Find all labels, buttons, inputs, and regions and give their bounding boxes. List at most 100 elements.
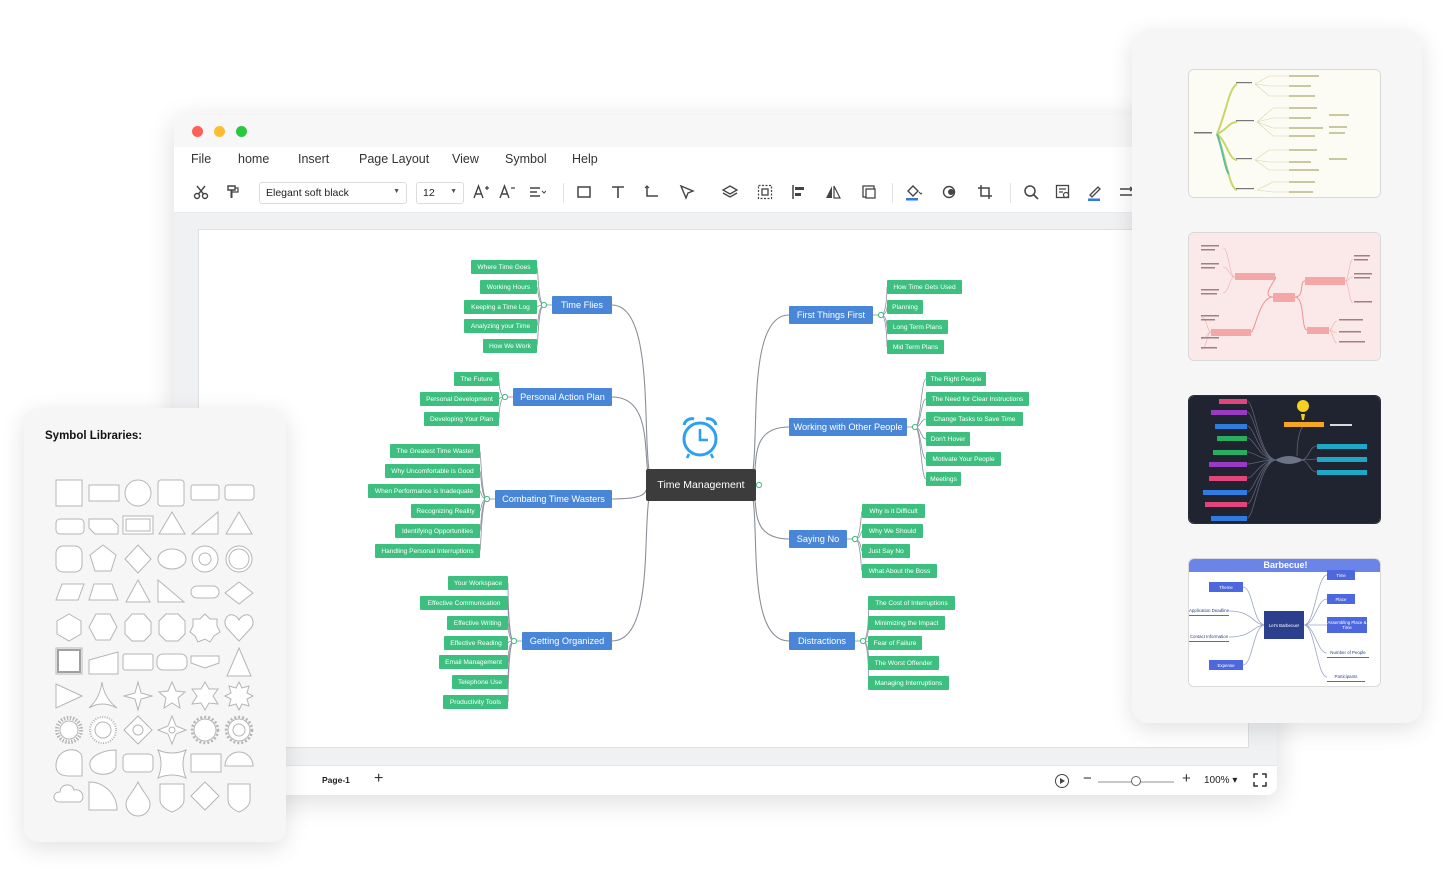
symbol-shape[interactable]	[55, 683, 84, 709]
leaf-node[interactable]: How Time Gets Used	[887, 280, 962, 294]
close-window-button[interactable]	[192, 126, 203, 137]
rectangle-icon[interactable]	[573, 181, 595, 203]
page-tab[interactable]: Page-1	[322, 775, 350, 785]
symbol-shape[interactable]	[223, 680, 255, 712]
flip-icon[interactable]	[822, 181, 844, 203]
leaf-node[interactable]: What About the Boss	[862, 564, 937, 578]
symbol-shape[interactable]	[89, 544, 117, 572]
symbol-shape[interactable]	[189, 613, 221, 643]
symbol-grid[interactable]	[52, 476, 262, 822]
leaf-node[interactable]: Fear of Failure	[868, 636, 922, 650]
symbol-shape[interactable]	[157, 548, 187, 570]
leaf-node[interactable]: Working Hours	[480, 280, 537, 294]
maximize-window-button[interactable]	[236, 126, 247, 137]
topic-node[interactable]: Combating Time Wasters	[495, 490, 612, 508]
arrange-icon[interactable]	[858, 181, 880, 203]
symbol-shape[interactable]	[227, 783, 251, 813]
symbol-shape[interactable]	[56, 613, 82, 642]
font-family-select[interactable]: Elegant soft black ▼	[259, 182, 407, 204]
central-topic[interactable]: Time Management	[646, 469, 756, 501]
symbol-shape[interactable]	[225, 511, 253, 535]
topic-node[interactable]: Personal Action Plan	[513, 388, 612, 406]
pointer-icon[interactable]	[676, 181, 698, 203]
leaf-node[interactable]: Why Uncomfortable is Good	[385, 464, 480, 478]
symbol-shape[interactable]	[124, 479, 152, 507]
leaf-node[interactable]: Meetings	[926, 472, 961, 486]
symbol-shape[interactable]	[156, 653, 188, 671]
symbol-shape[interactable]	[122, 653, 154, 671]
symbol-shape[interactable]	[190, 715, 220, 745]
fill-icon[interactable]	[902, 181, 924, 203]
symbol-shape[interactable]	[157, 479, 185, 507]
crop-icon[interactable]	[974, 181, 996, 203]
topic-node[interactable]: Working with Other People	[789, 418, 907, 436]
symbol-shape[interactable]	[55, 583, 85, 601]
zoom-slider-handle[interactable]	[1131, 776, 1141, 786]
zoom-in-button[interactable]: +	[1182, 770, 1191, 787]
decrease-font-icon[interactable]	[496, 181, 518, 203]
leaf-node[interactable]: Identifying Opportunities	[395, 524, 480, 538]
topic-node[interactable]: Time Flies	[552, 296, 612, 314]
symbol-shape[interactable]	[124, 613, 152, 642]
leaf-node[interactable]: The Greatest Time Waster	[390, 444, 480, 458]
symbol-shape[interactable]	[157, 578, 186, 603]
symbol-shape[interactable]	[88, 613, 118, 641]
leaf-node[interactable]: Minimizing the Impact	[868, 616, 945, 630]
symbol-shape[interactable]	[226, 646, 252, 677]
zoom-level[interactable]: 100% ▾	[1204, 775, 1238, 786]
symbol-shape[interactable]	[190, 510, 219, 535]
symbol-shape[interactable]	[225, 545, 253, 573]
leaf-node[interactable]: Personal Development	[420, 392, 499, 406]
symbol-shape[interactable]	[191, 545, 219, 573]
symbol-shape[interactable]	[122, 515, 154, 535]
leaf-node[interactable]: Productivity Tools	[443, 695, 508, 709]
symbol-shape[interactable]	[88, 781, 118, 811]
menu-file[interactable]: File	[191, 152, 212, 166]
symbol-shape[interactable]	[89, 716, 117, 744]
leaf-node[interactable]: Effective Communication	[420, 596, 508, 610]
symbol-shape[interactable]	[55, 749, 83, 777]
menu-home[interactable]: home	[238, 152, 270, 166]
symbol-shape[interactable]	[88, 484, 120, 502]
leaf-node[interactable]: Long Term Plans	[887, 320, 948, 334]
leaf-node[interactable]: The Right People	[926, 372, 986, 386]
leaf-node[interactable]: Analyzing your Time	[464, 319, 537, 333]
symbol-shape[interactable]	[190, 781, 220, 811]
leaf-node[interactable]: The Future	[454, 372, 499, 386]
leaf-node[interactable]: Your Workspace	[448, 576, 508, 590]
leaf-node[interactable]: Motivate Your People	[926, 452, 1001, 466]
symbol-shape[interactable]	[156, 714, 188, 746]
format-painter-icon[interactable]	[222, 181, 244, 203]
symbol-shape[interactable]	[55, 545, 83, 573]
leaf-node[interactable]: Developing Your Plan	[424, 412, 499, 426]
cut-icon[interactable]	[190, 181, 212, 203]
symbol-shape[interactable]	[88, 518, 119, 535]
symbol-shape[interactable]	[157, 680, 187, 710]
symbol-shape[interactable]	[224, 751, 254, 767]
symbol-shape[interactable]	[122, 753, 154, 773]
leaf-node[interactable]: The Cost of Interruptions	[868, 596, 955, 610]
symbol-shape[interactable]	[224, 715, 254, 745]
symbol-shape[interactable]	[123, 715, 153, 745]
leaf-node[interactable]: Change Tasks to Save Time	[926, 412, 1023, 426]
leaf-node[interactable]: Why is it Difficult	[862, 504, 925, 518]
leaf-node[interactable]: The Worst Offender	[868, 656, 939, 670]
topic-node[interactable]: First Things First	[789, 306, 873, 324]
fullscreen-icon[interactable]	[1253, 773, 1267, 787]
leaf-node[interactable]: Planning	[887, 300, 923, 314]
symbol-shape[interactable]	[191, 680, 219, 712]
template-card-pink-mindmap[interactable]	[1188, 232, 1381, 361]
leaf-node[interactable]: Mid Term Plans	[887, 340, 944, 354]
symbol-shape[interactable]	[124, 544, 152, 574]
template-card-barbecue[interactable]: Barbecue! Let's Barbecue! Theme Applicat…	[1188, 558, 1381, 687]
symbol-shape[interactable]	[157, 749, 187, 779]
layers-icon[interactable]	[719, 181, 741, 203]
leaf-node[interactable]: Email Management	[439, 655, 508, 669]
symbol-shape[interactable]	[53, 784, 84, 803]
align-icon[interactable]	[526, 181, 548, 203]
font-size-select[interactable]: 12 ▼	[416, 182, 464, 204]
leaf-node[interactable]: How We Work	[483, 339, 537, 353]
find-replace-icon[interactable]	[1052, 181, 1074, 203]
menu-page-layout[interactable]: Page Layout	[359, 152, 430, 166]
minimize-window-button[interactable]	[214, 126, 225, 137]
